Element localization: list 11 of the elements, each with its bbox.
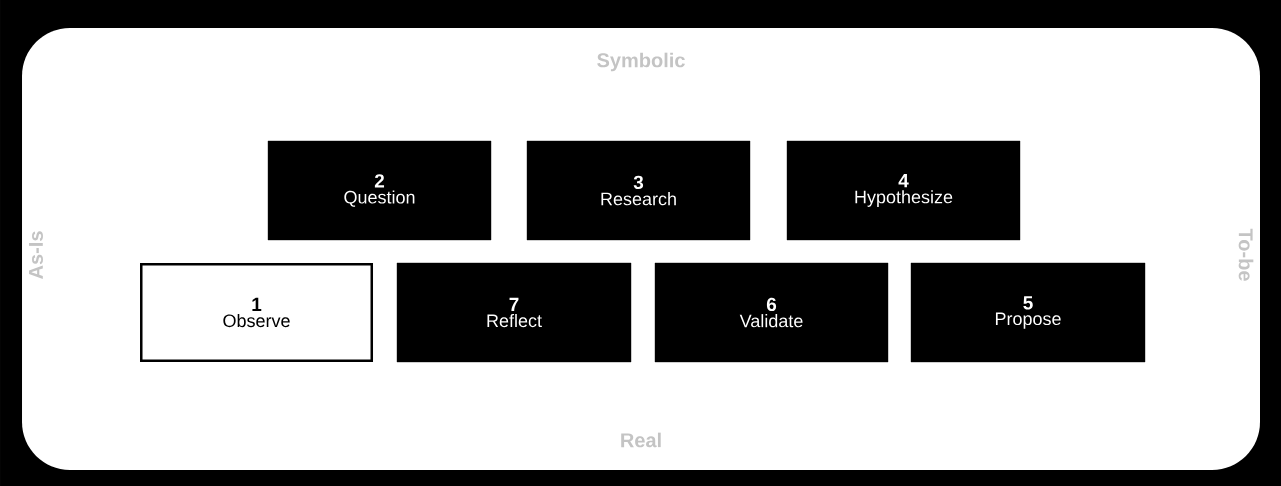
axis-label: As-Is: [29, 231, 43, 279]
step-box: 4 Hypothesize: [786, 140, 1021, 241]
axis-label: To-be: [1238, 228, 1254, 281]
axis-label: Symbolic: [597, 52, 685, 72]
step-box: 3 Research: [526, 140, 751, 241]
step-box: 2 Question: [267, 140, 492, 241]
step-box: 6 Validate: [654, 262, 889, 363]
axis-label: Real: [621, 432, 661, 448]
step-box: 5 Propose: [910, 262, 1146, 363]
step-box: 1 Observe: [140, 263, 373, 362]
step-box: 7 Reflect: [396, 262, 632, 363]
